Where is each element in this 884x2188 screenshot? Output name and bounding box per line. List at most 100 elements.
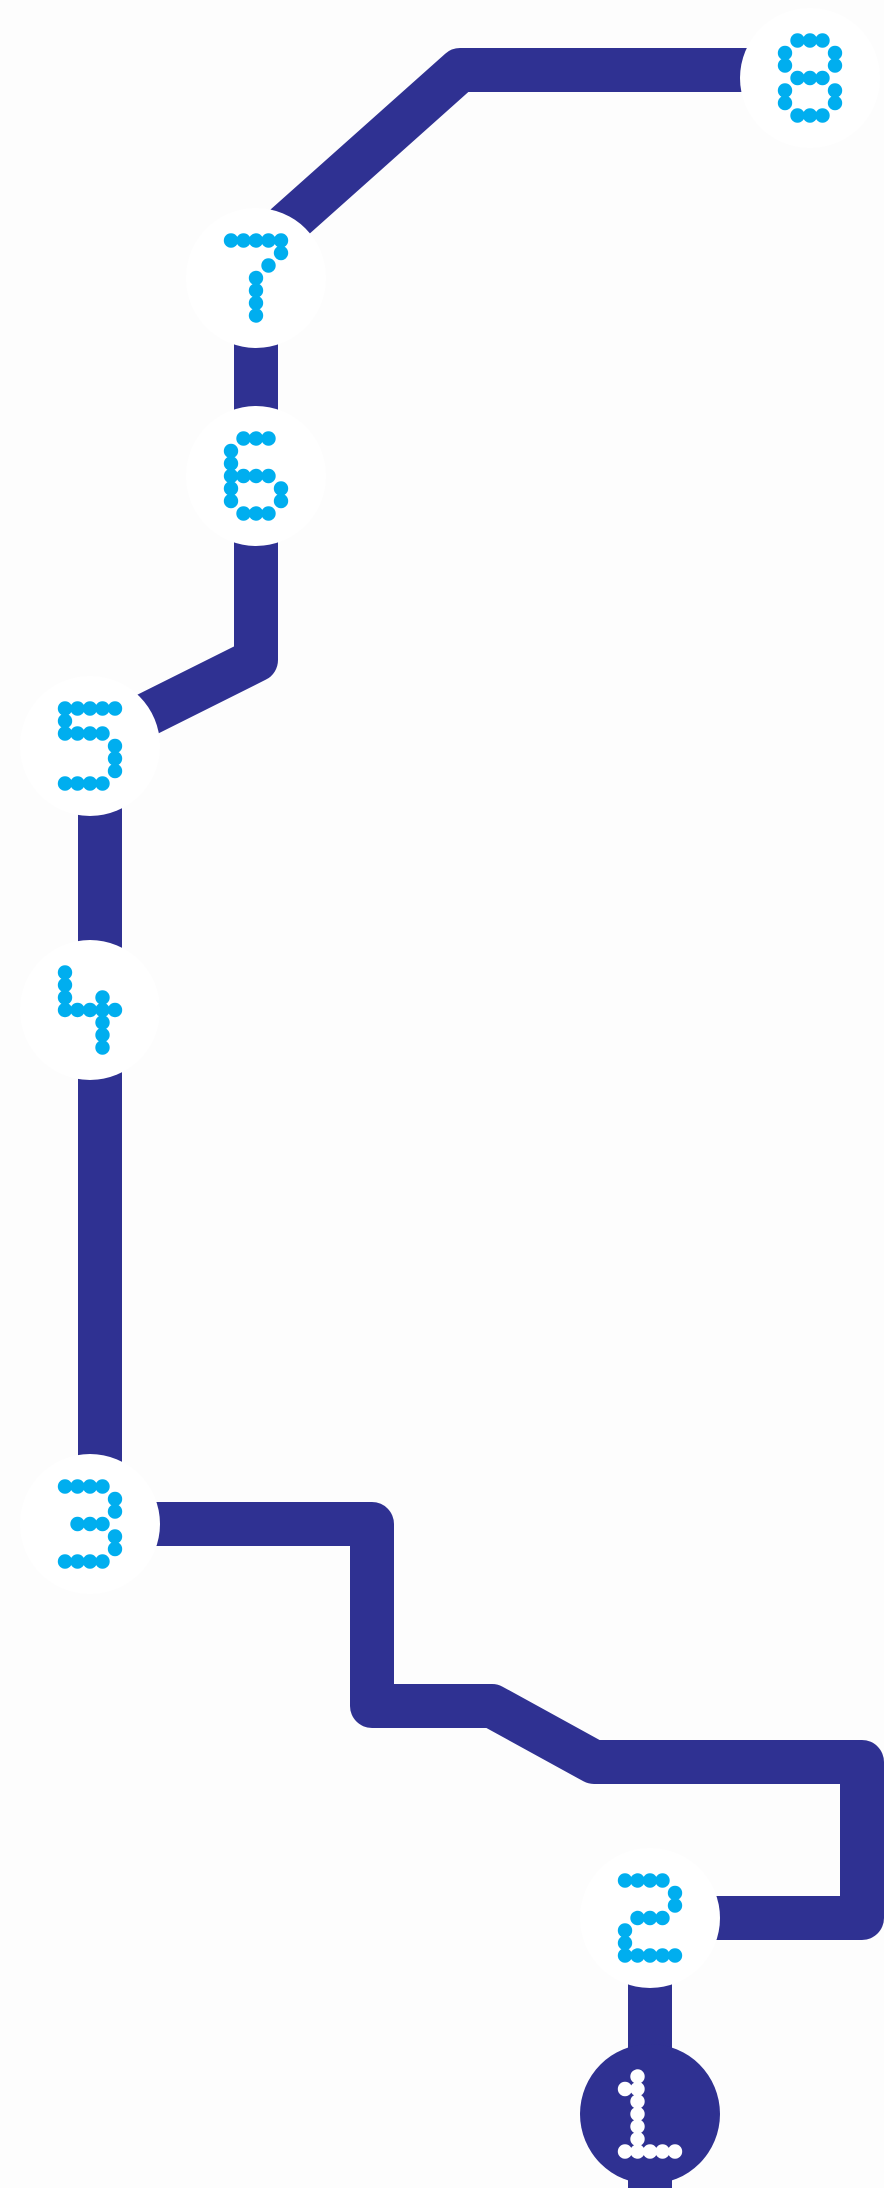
glyph-dot <box>630 2106 645 2122</box>
glyph-dot <box>667 1885 683 1901</box>
glyph-dot <box>95 1002 110 1018</box>
glyph-dot <box>617 2144 633 2159</box>
glyph-dot <box>95 726 110 741</box>
station-8: 8 <box>740 8 880 148</box>
glyph-dot <box>630 2119 645 2134</box>
glyph-dot <box>617 1923 633 1938</box>
station-circle <box>580 2044 720 2184</box>
glyph-dot <box>70 1516 85 1532</box>
glyph-dot <box>790 108 805 123</box>
glyph-dot <box>236 431 251 446</box>
glyph-dot <box>667 1898 683 1913</box>
glyph-dot <box>57 726 73 741</box>
glyph-dot <box>815 70 830 86</box>
glyph-dot <box>107 701 123 716</box>
glyph-dot <box>70 1479 85 1494</box>
route-path <box>78 48 884 2188</box>
glyph-dot <box>57 977 73 993</box>
glyph-dot <box>107 1504 123 1519</box>
glyph-dot <box>630 2131 645 2147</box>
station-markers: 12345678 <box>20 8 880 2184</box>
glyph-dot <box>57 776 73 791</box>
glyph-dot <box>261 506 276 521</box>
glyph-dot <box>630 1873 645 1888</box>
glyph-dot <box>223 468 239 484</box>
glyph-dot <box>70 776 85 791</box>
glyph-dot <box>642 2144 658 2159</box>
glyph-dot <box>248 468 264 484</box>
glyph-dot <box>82 701 98 716</box>
glyph-dot <box>95 776 110 791</box>
glyph-dot <box>82 1516 98 1532</box>
glyph-dot <box>617 1873 633 1888</box>
glyph-dot <box>95 701 110 716</box>
glyph-dot <box>95 1516 110 1532</box>
glyph-dot <box>642 1873 658 1888</box>
glyph-dot <box>802 108 818 123</box>
glyph-dot <box>95 990 110 1005</box>
station-2: 2 <box>580 1848 720 1988</box>
glyph-dot <box>107 1541 123 1557</box>
glyph-dot <box>223 493 239 509</box>
glyph-dot <box>655 1910 670 1926</box>
glyph-dot <box>777 45 793 61</box>
station-1: 1 <box>580 2044 720 2184</box>
glyph-dot <box>95 1040 110 1055</box>
glyph-dot <box>827 95 843 111</box>
glyph-dot <box>630 2144 645 2159</box>
glyph-dot <box>248 270 264 286</box>
glyph-dot <box>273 233 289 248</box>
glyph-dot <box>630 1910 645 1926</box>
glyph-dot <box>617 1948 633 1963</box>
glyph-dot <box>95 1027 110 1043</box>
glyph-dot <box>273 493 289 509</box>
glyph-dot <box>107 1002 123 1018</box>
glyph-dot <box>802 33 818 48</box>
station-5: 5 <box>20 676 160 816</box>
glyph-dot <box>827 58 843 73</box>
glyph-dot <box>107 763 123 779</box>
glyph-dot <box>248 308 264 323</box>
glyph-dot <box>57 701 73 716</box>
glyph-dot <box>107 1529 123 1544</box>
glyph-dot <box>95 1554 110 1569</box>
glyph-dot <box>223 443 239 459</box>
glyph-dot <box>655 2144 670 2159</box>
glyph-dot <box>630 2094 645 2109</box>
glyph-dot <box>107 751 123 766</box>
glyph-dot <box>223 456 239 471</box>
glyph-dot <box>261 468 276 484</box>
glyph-dot <box>802 70 818 86</box>
glyph-dot <box>70 1002 85 1018</box>
glyph-dot <box>815 108 830 123</box>
glyph-dot <box>95 1015 110 1030</box>
glyph-dot <box>57 990 73 1005</box>
glyph-dot <box>655 1873 670 1888</box>
glyph-dot <box>248 233 264 248</box>
glyph-dot <box>82 726 98 741</box>
glyph-dot <box>82 776 98 791</box>
glyph-dot <box>57 965 73 980</box>
glyph-dot <box>248 506 264 521</box>
glyph-dot <box>777 95 793 111</box>
glyph-dot <box>777 83 793 98</box>
glyph-dot <box>57 1554 73 1569</box>
glyph-dot <box>107 1491 123 1507</box>
glyph-dot <box>95 1479 110 1494</box>
glyph-dot <box>261 233 276 248</box>
glyph-dot <box>667 2144 683 2159</box>
glyph-dot <box>82 1479 98 1494</box>
glyph-dot <box>57 713 73 729</box>
glyph-dot <box>261 431 276 446</box>
glyph-dot <box>236 233 251 248</box>
glyph-dot <box>223 481 239 496</box>
glyph-dot <box>790 33 805 48</box>
glyph-dot <box>273 481 289 496</box>
glyph-dot <box>248 283 264 298</box>
glyph-dot <box>70 701 85 716</box>
station-circle <box>20 676 160 816</box>
glyph-dot <box>248 295 264 311</box>
glyph-dot <box>630 2081 645 2097</box>
glyph-dot <box>57 1479 73 1494</box>
